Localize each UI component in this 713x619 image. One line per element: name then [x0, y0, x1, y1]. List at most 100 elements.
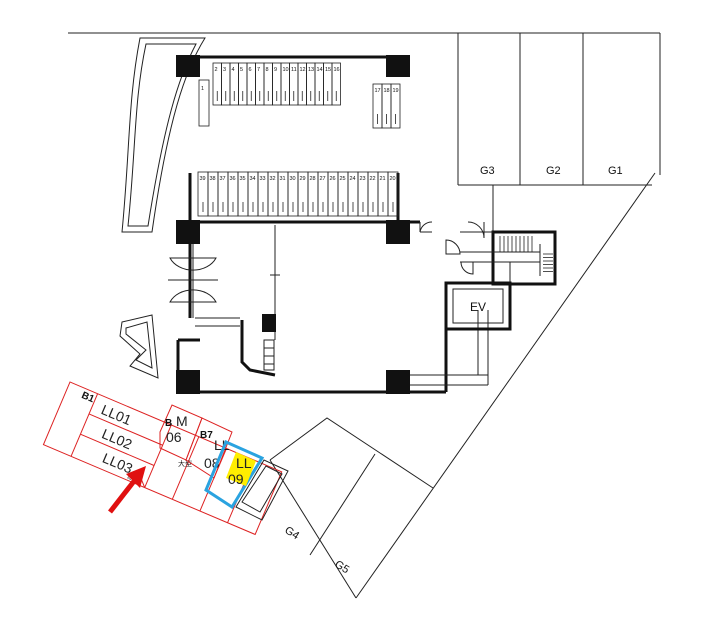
- garage-label-g4: G4: [282, 524, 301, 542]
- bike-number: 27: [320, 176, 326, 182]
- bike-space: 22: [367, 171, 379, 217]
- bike-space: 36: [227, 171, 239, 217]
- bike-space: 15: [323, 62, 333, 106]
- bike-space: 8: [263, 62, 273, 106]
- slot-ll09-bottom: 09: [228, 471, 244, 487]
- bike-number: 5: [240, 67, 243, 73]
- bike-number: 9: [274, 67, 277, 73]
- elevator: EV: [444, 281, 512, 331]
- bike-number: 24: [350, 176, 356, 182]
- bike-number: 20: [390, 176, 396, 182]
- column-mid-left: [176, 220, 200, 244]
- elevator-label: EV: [470, 300, 486, 314]
- slot-ll02-label: LL02: [100, 425, 135, 452]
- column-bottom-left: [176, 370, 200, 394]
- bike-space: 10: [280, 62, 290, 106]
- slot-ll09-top: LL: [236, 455, 252, 471]
- bike-number: 35: [240, 176, 246, 182]
- slot-m06-top: M: [176, 413, 188, 429]
- wall-fragment: [119, 314, 159, 379]
- bike-space: 16: [331, 62, 341, 106]
- bike-number: 8: [266, 67, 269, 73]
- bike-space: 9: [272, 62, 282, 106]
- bike-number: 10: [283, 67, 289, 73]
- bike-space: 5: [238, 62, 248, 106]
- bike-space: 2: [212, 62, 222, 106]
- bike-space: 7: [255, 62, 265, 106]
- bike-number: 30: [290, 176, 296, 182]
- bike-space: 37: [217, 171, 229, 217]
- bike-number: 36: [230, 176, 236, 182]
- bike-space: 23: [357, 171, 369, 217]
- bike-space: 33: [257, 171, 269, 217]
- bike-number: 33: [260, 176, 266, 182]
- garages-top: G3 G2 G1: [457, 33, 652, 186]
- building-outline: [176, 220, 489, 394]
- bike-space: 3: [221, 62, 231, 106]
- column-bottom-right: [386, 370, 410, 394]
- slot-ll01-label: LL01: [99, 401, 134, 428]
- revolving-door: [168, 244, 218, 318]
- bike-space: 18: [381, 83, 392, 129]
- bike-number: 25: [340, 176, 346, 182]
- bike-space: 19: [390, 83, 401, 129]
- slot-empty: [235, 459, 289, 521]
- bike-number: 19: [393, 88, 399, 94]
- bike-number: 22: [370, 176, 376, 182]
- bike-number: 13: [308, 67, 314, 73]
- pillar-inner: [262, 314, 276, 332]
- bike-number: 6: [249, 67, 252, 73]
- location-arrow: [108, 466, 146, 514]
- bike-space: 27: [317, 171, 329, 217]
- slot-b7: B7 LL 08: [185, 417, 233, 479]
- bike-space: 39: [197, 171, 209, 217]
- bike-space: 38: [207, 171, 219, 217]
- bike-number: 18: [384, 88, 390, 94]
- bike-space: 31: [277, 171, 289, 217]
- slot-b1-label: B1: [80, 390, 96, 405]
- bike-space: 1: [198, 79, 210, 127]
- bike-number: 39: [200, 176, 206, 182]
- bike-space: 6: [246, 62, 256, 106]
- bike-number: 11: [291, 67, 297, 73]
- site-boundary: [68, 32, 661, 599]
- bike-space: 17: [372, 83, 383, 129]
- bike-number: 12: [300, 67, 306, 73]
- staircase: [460, 230, 557, 286]
- bike-number: 26: [330, 176, 336, 182]
- bike-space: 21: [377, 171, 389, 217]
- slot-ll09-highlighted[interactable]: LL 09: [204, 440, 265, 510]
- column-mid-right: [386, 220, 410, 244]
- slot-m06: B M 06 大型: [159, 404, 203, 468]
- bike-number: 29: [300, 176, 306, 182]
- bike-space: 12: [297, 62, 307, 106]
- bike-number: 31: [280, 176, 286, 182]
- bike-number: 34: [250, 176, 256, 182]
- bike-number: 3: [223, 67, 226, 73]
- bike-space: 29: [297, 171, 309, 217]
- bike-number: 28: [310, 176, 316, 182]
- bike-number: 1: [201, 86, 204, 92]
- bike-space: 32: [267, 171, 279, 217]
- slot-m06-bottom: 06: [166, 429, 182, 445]
- bike-number: 16: [334, 67, 340, 73]
- garage-label-g2: G2: [546, 165, 561, 177]
- slot-b7-label: B7: [200, 430, 213, 441]
- garage-label-g3: G3: [480, 165, 495, 177]
- garage-label-g1: G1: [608, 165, 623, 177]
- garages-bottom: G4 G5: [269, 417, 434, 599]
- bike-space: 20: [387, 171, 399, 217]
- bike-space: 28: [307, 171, 319, 217]
- slot-m06-sublabel: 大型: [178, 459, 192, 468]
- bike-space: 35: [237, 171, 249, 217]
- bike-number: 4: [232, 67, 235, 73]
- garage-label-g5: G5: [332, 558, 351, 576]
- bike-number: 21: [380, 176, 386, 182]
- bike-number: 32: [270, 176, 276, 182]
- bike-space: 24: [347, 171, 359, 217]
- column-top-left: [176, 55, 200, 77]
- bike-space: 30: [287, 171, 299, 217]
